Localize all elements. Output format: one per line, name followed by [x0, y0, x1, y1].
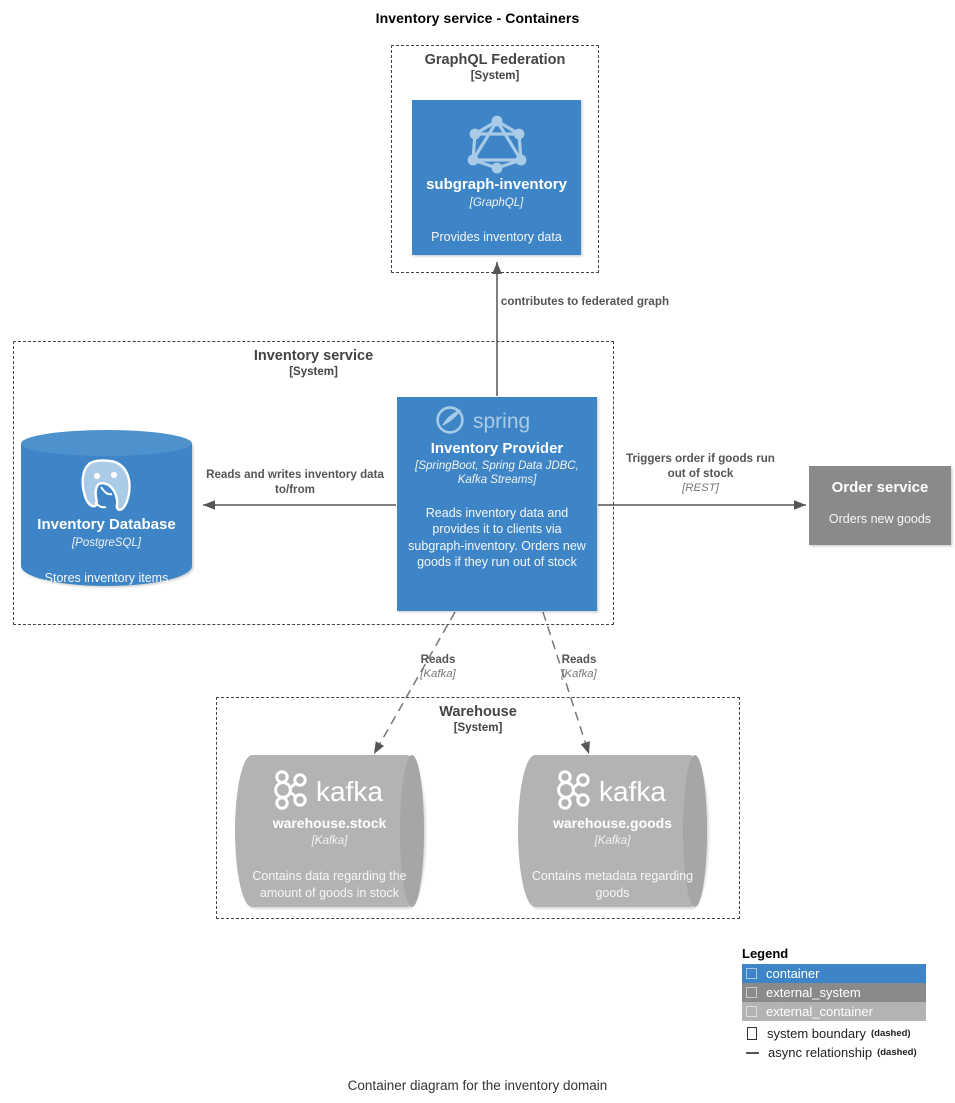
legend-row-async-relationship: async relationship (dashed): [742, 1043, 926, 1062]
kafka-logo: kafka: [551, 769, 675, 813]
diagram-footer: Container diagram for the inventory doma…: [347, 1078, 608, 1093]
boundary-inventory-service: [13, 341, 614, 625]
node-description: Stores inventory items: [44, 571, 169, 586]
rel-label-triggers-order: Triggers order if goods run out of stock…: [618, 451, 783, 496]
diagram-title: Inventory service - Containers: [375, 10, 580, 26]
legend-row-container: container: [742, 964, 926, 983]
rel-label-reads-goods: Reads [Kafka]: [539, 652, 619, 682]
async-relationship-icon: [746, 1051, 759, 1054]
legend-note: (dashed): [877, 1047, 917, 1058]
kafka-logo: kafka: [268, 769, 392, 813]
legend-label: async relationship: [768, 1045, 873, 1060]
rel-text: Triggers order if goods run out of stock: [626, 452, 775, 481]
graphql-logo: [461, 112, 533, 174]
legend-label: external_system: [766, 985, 861, 1000]
boundary-warehouse: [216, 697, 740, 919]
external-system-swatch: [746, 987, 757, 998]
container-swatch: [746, 968, 757, 979]
node-inventory-provider[interactable]: spring Inventory Provider [SpringBoot, S…: [397, 397, 597, 611]
legend-label: system boundary: [767, 1026, 866, 1041]
spring-logo: spring: [435, 405, 559, 437]
rel-text: Reads and writes inventory data to/from: [206, 468, 384, 497]
svg-text:spring: spring: [473, 410, 530, 433]
node-tech: [SpringBoot, Spring Data JDBC, Kafka Str…: [415, 460, 579, 487]
legend-note: (dashed): [871, 1028, 911, 1039]
node-name: Inventory Provider: [430, 440, 564, 457]
node-tech: [PostgreSQL]: [71, 537, 142, 549]
legend-row-external-container: external_container: [742, 1002, 926, 1021]
node-name: subgraph-inventory: [426, 176, 567, 193]
legend: Legend container external_system externa…: [742, 946, 926, 1062]
rel-tech: [Kafka]: [561, 668, 597, 681]
node-name: Order service: [831, 479, 929, 496]
node-tech: [Kafka]: [594, 834, 631, 847]
node-warehouse-stock[interactable]: kafka warehouse.stock [Kafka] Contains d…: [235, 755, 424, 907]
node-subgraph-inventory[interactable]: subgraph-inventory [GraphQL] Provides in…: [412, 100, 581, 255]
rel-label-reads-stock: Reads [Kafka]: [398, 652, 478, 682]
rel-text: contributes to federated graph: [500, 295, 670, 308]
rel-text: Reads: [561, 653, 597, 666]
svg-text:kafka: kafka: [316, 776, 383, 807]
rel-label-contributes: contributes to federated graph: [495, 294, 675, 309]
rel-tech: [Kafka]: [420, 668, 456, 681]
legend-title: Legend: [742, 946, 789, 961]
node-inventory-database[interactable]: Inventory Database [PostgreSQL] Stores i…: [21, 430, 192, 586]
external-container-swatch: [746, 1006, 757, 1017]
node-name: warehouse.goods: [552, 815, 673, 831]
legend-row-system-boundary: system boundary (dashed): [742, 1024, 926, 1043]
postgresql-logo: [72, 454, 142, 516]
node-order-service[interactable]: Order service Orders new goods: [809, 466, 951, 545]
legend-label: external_container: [766, 1004, 873, 1019]
node-warehouse-goods[interactable]: kafka warehouse.goods [Kafka] Contains m…: [518, 755, 707, 907]
node-description: Contains data regarding the amount of go…: [252, 869, 407, 900]
legend-label: container: [766, 966, 820, 981]
rel-text: Reads: [420, 653, 456, 666]
rel-label-reads-writes-db: Reads and writes inventory data to/from: [205, 467, 385, 497]
node-tech: [Kafka]: [311, 834, 348, 847]
legend-row-external-system: external_system: [742, 983, 926, 1002]
node-description: Reads inventory data and provides it to …: [408, 505, 586, 570]
node-name: Inventory Database: [37, 516, 176, 533]
system-boundary-icon: [747, 1027, 757, 1040]
svg-text:kafka: kafka: [599, 776, 666, 807]
node-tech: [GraphQL]: [469, 197, 524, 209]
node-description: Provides inventory data: [431, 230, 562, 245]
node-description: Orders new goods: [828, 512, 932, 526]
node-name: warehouse.stock: [272, 815, 387, 831]
node-description: Contains metadata regarding goods: [531, 869, 694, 900]
rel-tech: [REST]: [682, 482, 719, 495]
